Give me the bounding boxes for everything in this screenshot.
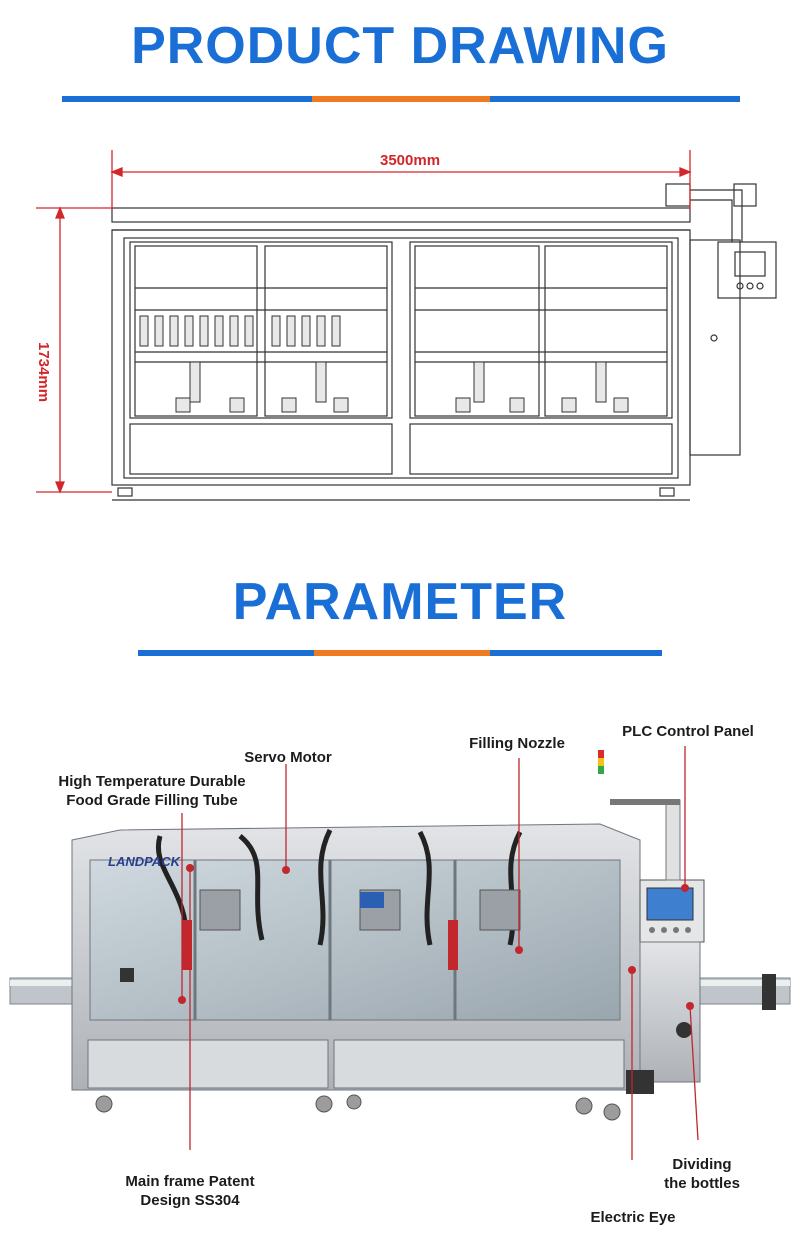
brand-label: LANDPACK	[108, 854, 180, 869]
width-dimension-label: 3500mm	[380, 152, 441, 169]
callout-servo-motor: Servo Motor	[244, 749, 332, 766]
parameter-title: PARAMETER	[232, 573, 568, 631]
filling-machine-illustration	[9, 746, 791, 1160]
product-drawing-title: PRODUCT DRAWING	[131, 17, 669, 75]
machine-technical-drawing	[36, 150, 777, 501]
callout-dividing-bottles: Dividing the bottles	[664, 1156, 740, 1192]
height-dimension-label: 1734mm	[35, 342, 52, 403]
callout-main-frame: Main frame Patent Design SS304	[125, 1173, 255, 1209]
callout-electric-eye: Electric Eye	[590, 1209, 676, 1226]
callout-filling-tube: High Temperature Durable Food Grade Fill…	[58, 773, 246, 809]
parameter-underline	[138, 650, 662, 656]
callout-plc-control-panel: PLC Control Panel	[622, 723, 754, 740]
callout-filling-nozzle: Filling Nozzle	[469, 735, 565, 752]
title-underline-accent	[312, 96, 490, 102]
parameter-underline-accent	[314, 650, 490, 656]
title-underline	[62, 96, 740, 102]
